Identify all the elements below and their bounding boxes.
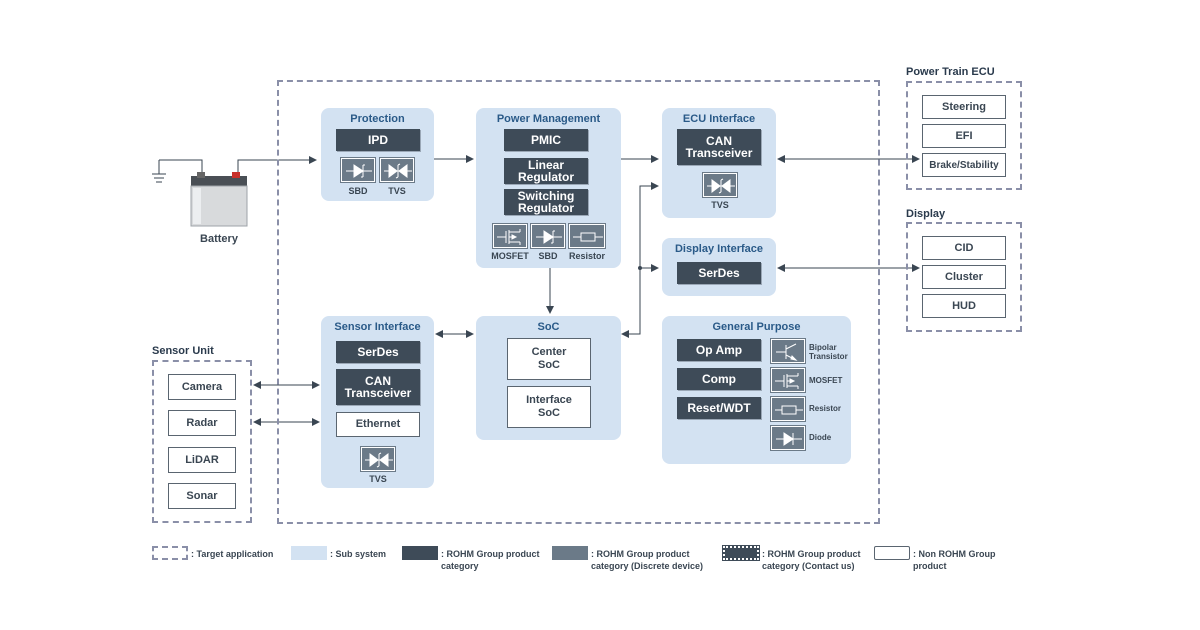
power-train-ecu-title: Power Train ECU: [906, 66, 995, 78]
legend-rohm-swatch: [402, 546, 438, 560]
pmic-product[interactable]: PMIC: [504, 129, 588, 151]
ground-icon: [152, 173, 166, 183]
tvs-label: TVS: [388, 186, 406, 196]
legend-discrete-text: : ROHM Group product category (Discrete …: [591, 549, 704, 571]
soc-title: SoC: [537, 321, 560, 333]
sonar-component[interactable]: Sonar: [168, 483, 236, 509]
legend-sub-text: : Sub system: [330, 549, 387, 559]
brake-stability-component[interactable]: Brake/Stability: [922, 153, 1006, 177]
serdes-product[interactable]: SerDes: [677, 262, 761, 284]
power-train-ecu-frame: [906, 81, 1022, 190]
mosfet-label: MOSFET: [809, 376, 843, 385]
battery-icon: [190, 172, 248, 227]
sensor-interface-title: Sensor Interface: [334, 321, 421, 333]
resistor-icon[interactable]: [771, 397, 805, 421]
switching-regulator-product[interactable]: Switching Regulator: [504, 189, 588, 215]
protection-title: Protection: [350, 113, 405, 125]
camera-component[interactable]: Camera: [168, 374, 236, 400]
legend-non-rohm-swatch: [874, 546, 910, 560]
can-transceiver-product[interactable]: CAN Transceiver: [677, 129, 761, 165]
comp-product[interactable]: Comp: [677, 368, 761, 390]
tvs-icon[interactable]: [361, 447, 395, 471]
resistor-label: Resistor: [809, 404, 842, 413]
sbd-label: SBD: [348, 186, 368, 196]
battery-negative-wire: [159, 159, 203, 175]
diode-label: Diode: [809, 433, 832, 442]
mosfet-label: MOSFET: [491, 251, 529, 261]
sbd-icon[interactable]: [341, 158, 375, 182]
tvs-label: TVS: [369, 474, 387, 484]
legend-target-text: : Target application: [191, 549, 274, 559]
display-frame: [906, 222, 1022, 332]
general-purpose-title: General Purpose: [712, 321, 801, 333]
resistor-icon[interactable]: [569, 224, 605, 248]
interface-soc-component[interactable]: Interface SoC: [507, 386, 591, 428]
legend-rohm-text: : ROHM Group product category: [441, 549, 540, 571]
efi-component[interactable]: EFI: [922, 124, 1006, 148]
center-soc-component[interactable]: Center SoC: [507, 338, 591, 380]
serdes-product[interactable]: SerDes: [336, 341, 420, 363]
reset-wdt-product[interactable]: Reset/WDT: [677, 397, 761, 419]
display-title: Display: [906, 208, 946, 220]
cluster-component[interactable]: Cluster: [922, 265, 1006, 289]
legend-sub-swatch: [291, 546, 327, 560]
power-management-title: Power Management: [496, 113, 601, 125]
diode-icon[interactable]: [771, 426, 805, 450]
op-amp-product[interactable]: Op Amp: [677, 339, 761, 361]
bipolar-transistor-label: Bipolar Transistor: [809, 343, 848, 361]
protection-subsystem: Protection: [321, 108, 434, 201]
sensor-unit-title: Sensor Unit: [152, 345, 214, 357]
sbd-label: SBD: [538, 251, 558, 261]
tvs-label: TVS: [711, 200, 729, 210]
legend-contact-text: : ROHM Group product category (Contact u…: [762, 549, 861, 571]
target-application-frame: [277, 80, 880, 524]
display-interface-title: Display Interface: [674, 243, 764, 255]
battery-label: Battery: [200, 233, 238, 245]
legend-contact-swatch: [722, 545, 760, 561]
mosfet-icon[interactable]: [493, 224, 527, 248]
legend-target-swatch: [152, 546, 188, 560]
ethernet-component[interactable]: Ethernet: [336, 412, 420, 437]
ecu-interface-title: ECU Interface: [682, 113, 756, 125]
steering-component[interactable]: Steering: [922, 95, 1006, 119]
can-transceiver-product[interactable]: CAN Transceiver: [336, 369, 420, 405]
hud-component[interactable]: HUD: [922, 294, 1006, 318]
linear-regulator-product[interactable]: Linear Regulator: [504, 158, 588, 184]
sensor-unit-frame: [152, 360, 252, 523]
battery-to-protection: [237, 156, 317, 173]
resistor-label: Resistor: [568, 251, 605, 261]
cid-component[interactable]: CID: [922, 236, 1006, 260]
sbd-icon[interactable]: [531, 224, 565, 248]
lidar-component[interactable]: LiDAR: [168, 447, 236, 473]
legend-discrete-swatch: [552, 546, 588, 560]
soc-ecu-link: [621, 182, 659, 338]
mosfet-icon[interactable]: [771, 368, 805, 392]
tvs-icon[interactable]: [703, 173, 737, 197]
tvs-icon[interactable]: [380, 158, 414, 182]
legend-non-rohm-text: : Non ROHM Group product: [913, 549, 996, 571]
bipolar-transistor-icon[interactable]: [771, 339, 805, 363]
radar-component[interactable]: Radar: [168, 410, 236, 436]
ipd-product[interactable]: IPD: [336, 129, 420, 151]
